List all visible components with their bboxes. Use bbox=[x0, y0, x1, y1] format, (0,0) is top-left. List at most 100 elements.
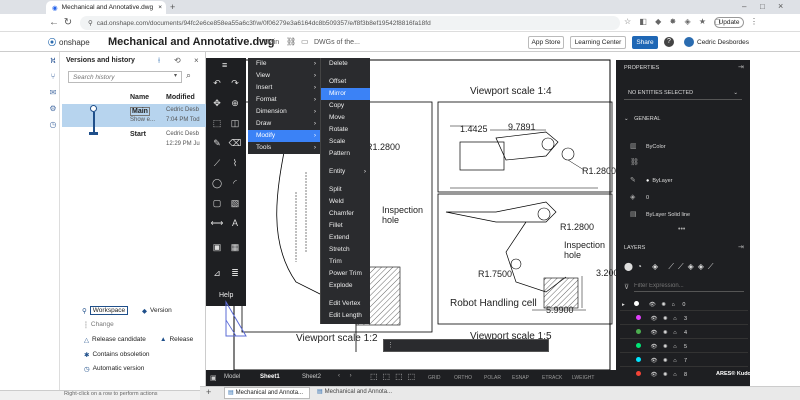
menu-item-offset[interactable]: Offset bbox=[321, 76, 370, 88]
collapse-icon[interactable]: ⇥ bbox=[738, 244, 744, 251]
menu-item-extend[interactable]: Extend bbox=[321, 232, 370, 244]
line-icon[interactable]: ⟋ bbox=[213, 158, 221, 168]
menu-item-fillet[interactable]: Fillet bbox=[321, 220, 370, 232]
eye-icon[interactable]: 👁 bbox=[650, 372, 658, 378]
create-version-icon[interactable]: ⍿ bbox=[158, 56, 161, 65]
close-tab-icon[interactable]: × bbox=[158, 4, 162, 11]
linetype-value[interactable]: ByLayer Solid line bbox=[646, 212, 691, 218]
url-field[interactable]: ⚲ cad.onshape.com/documents/94fc2e6ce858… bbox=[80, 16, 620, 30]
browser-tab[interactable]: ◉ Mechanical and Annotative.dwg × bbox=[46, 1, 166, 14]
dimension-icon[interactable]: ⟷ bbox=[210, 218, 224, 228]
lock-icon[interactable]: ⌂ bbox=[671, 302, 675, 308]
close-window-icon[interactable]: × bbox=[778, 1, 784, 11]
tab-sheet2[interactable]: Sheet2 bbox=[302, 374, 322, 380]
branch-icon[interactable]: ⑂ bbox=[50, 72, 56, 81]
menu-item-weld[interactable]: Weld bbox=[321, 196, 370, 208]
table-icon[interactable]: ▦ bbox=[230, 242, 240, 252]
sun-icon[interactable]: ✺ bbox=[661, 302, 666, 308]
link-icon[interactable]: ⛓ bbox=[286, 37, 297, 46]
redo-icon[interactable]: ↷ bbox=[231, 78, 239, 88]
lock-icon[interactable]: ⌂ bbox=[673, 330, 677, 336]
menu-item-trim[interactable]: Trim bbox=[321, 256, 370, 268]
layer-value[interactable]: ● ByLayer bbox=[646, 178, 673, 184]
menu-item-chamfer[interactable]: Chamfer bbox=[321, 208, 370, 220]
folder-breadcrumb[interactable]: DWGs of the... bbox=[314, 39, 360, 46]
polyline-icon[interactable]: ⌇ bbox=[232, 158, 238, 168]
layers-tool-icon[interactable]: ≣ bbox=[231, 268, 239, 278]
menu-item-scale[interactable]: Scale bbox=[321, 136, 370, 148]
more-icon[interactable]: ••• bbox=[678, 226, 686, 233]
menu-item-stretch[interactable]: Stretch bbox=[321, 244, 370, 256]
versions-icon[interactable]: ⛕ bbox=[50, 56, 56, 65]
search-icon[interactable]: ⌕ bbox=[186, 70, 192, 80]
menu-item-rotate[interactable]: Rotate bbox=[321, 124, 370, 136]
layer-row[interactable]: 👁 ✺ ⌂ 5 bbox=[620, 342, 748, 353]
menu-dimension[interactable]: Dimension› bbox=[256, 108, 316, 115]
toggle-grid[interactable]: GRID bbox=[428, 375, 441, 381]
filter-icon[interactable]: ⟲ bbox=[174, 56, 181, 65]
column-name-header[interactable]: Name bbox=[130, 94, 150, 101]
toggle-polar[interactable]: POLAR bbox=[484, 375, 501, 381]
general-section[interactable]: ⌄ GENERAL bbox=[624, 116, 660, 122]
menu-item-move[interactable]: Move bbox=[321, 112, 370, 124]
extensions-icons[interactable]: ☆ ◧ ◆ ✸ ◈ ★ ◻ bbox=[624, 17, 724, 26]
pencil-icon[interactable]: ✎ bbox=[213, 138, 221, 148]
menu-item-split[interactable]: Split bbox=[321, 184, 370, 196]
box-icon[interactable]: ◫ bbox=[230, 118, 240, 128]
menu-item-mirror[interactable]: Mirror bbox=[321, 88, 370, 100]
sun-icon[interactable]: ✺ bbox=[663, 372, 668, 378]
app-store-button[interactable]: App Store bbox=[528, 36, 564, 49]
menu-item-edit-vertex[interactable]: Edit Vertex bbox=[321, 298, 370, 310]
tab-drawing-2[interactable]: ▤ Mechanical and Annota... bbox=[314, 387, 400, 399]
menu-format[interactable]: Format› bbox=[256, 96, 316, 103]
maximize-icon[interactable]: □ bbox=[760, 2, 765, 11]
menu-view[interactable]: View› bbox=[256, 72, 316, 79]
search-history-input[interactable] bbox=[68, 71, 182, 83]
layer-row[interactable]: 👁 ✺ ⌂ 7 bbox=[620, 356, 748, 367]
document-title[interactable]: Mechanical and Annotative.dwg bbox=[108, 36, 275, 48]
menu-item-pattern[interactable]: Pattern bbox=[321, 148, 370, 160]
collapse-icon[interactable]: ⇥ bbox=[738, 64, 744, 71]
eye-icon[interactable]: 👁 bbox=[648, 302, 656, 308]
minimize-icon[interactable]: – bbox=[742, 2, 747, 11]
user-name[interactable]: Cedric Desbordes bbox=[697, 39, 750, 46]
update-button[interactable]: Update bbox=[714, 17, 744, 28]
select-icon[interactable]: ⬚ bbox=[212, 118, 222, 128]
tab-sheet1[interactable]: Sheet1 bbox=[260, 374, 280, 380]
eye-icon[interactable]: 👁 bbox=[650, 344, 658, 350]
help-icon[interactable]: ? bbox=[664, 37, 674, 47]
block-icon[interactable]: ▣ bbox=[212, 242, 222, 252]
add-tab-icon[interactable]: + bbox=[206, 387, 212, 397]
tools-icon[interactable]: ⚙ bbox=[49, 104, 57, 113]
close-panel-icon[interactable]: × bbox=[194, 56, 199, 65]
history-icon[interactable]: ◷ bbox=[49, 120, 57, 129]
layout-icon[interactable]: ▣ bbox=[210, 375, 217, 382]
learning-center-button[interactable]: Learning Center bbox=[570, 36, 626, 49]
avatar[interactable] bbox=[684, 37, 694, 47]
layer-tools[interactable]: ⬤◔ ◈ ⟋⟋◈◈⟋ bbox=[624, 262, 718, 271]
eye-icon[interactable]: 👁 bbox=[650, 358, 658, 364]
sun-icon[interactable]: ✺ bbox=[663, 330, 668, 336]
circle-icon[interactable]: ◯ bbox=[211, 178, 223, 188]
menu-draw[interactable]: Draw› bbox=[256, 120, 316, 127]
sun-icon[interactable]: ✺ bbox=[663, 358, 668, 364]
row-name[interactable]: Start bbox=[130, 131, 146, 138]
menu-file[interactable]: File› bbox=[256, 60, 316, 67]
column-modified-header[interactable]: Modified bbox=[166, 94, 195, 101]
tab-drawing-1[interactable]: ▤ Mechanical and Annota... bbox=[224, 387, 310, 399]
layer-row[interactable]: 👁 ✺ ⌂ 8 bbox=[620, 370, 748, 381]
command-drag-handle[interactable]: ⋮ bbox=[387, 342, 394, 349]
eraser-icon[interactable]: ⌫ bbox=[228, 138, 242, 148]
menu-item-power-trim[interactable]: Power Trim bbox=[321, 268, 370, 280]
search-dropdown-icon[interactable]: ▾ bbox=[174, 73, 178, 79]
branch-label[interactable]: Main bbox=[264, 39, 280, 46]
nav-arrows[interactable]: ‹ › bbox=[338, 373, 356, 379]
undo-icon[interactable]: ↶ bbox=[213, 78, 221, 88]
lineweight-value[interactable]: 0 bbox=[646, 195, 650, 201]
menu-item-copy[interactable]: Copy bbox=[321, 100, 370, 112]
menu-item-explode[interactable]: Explode bbox=[321, 280, 370, 292]
sun-icon[interactable]: ✺ bbox=[663, 344, 668, 350]
rectangle-icon[interactable]: ▢ bbox=[212, 198, 222, 208]
lock-icon[interactable]: ⌂ bbox=[673, 358, 677, 364]
comments-icon[interactable]: ✉ bbox=[49, 88, 57, 97]
